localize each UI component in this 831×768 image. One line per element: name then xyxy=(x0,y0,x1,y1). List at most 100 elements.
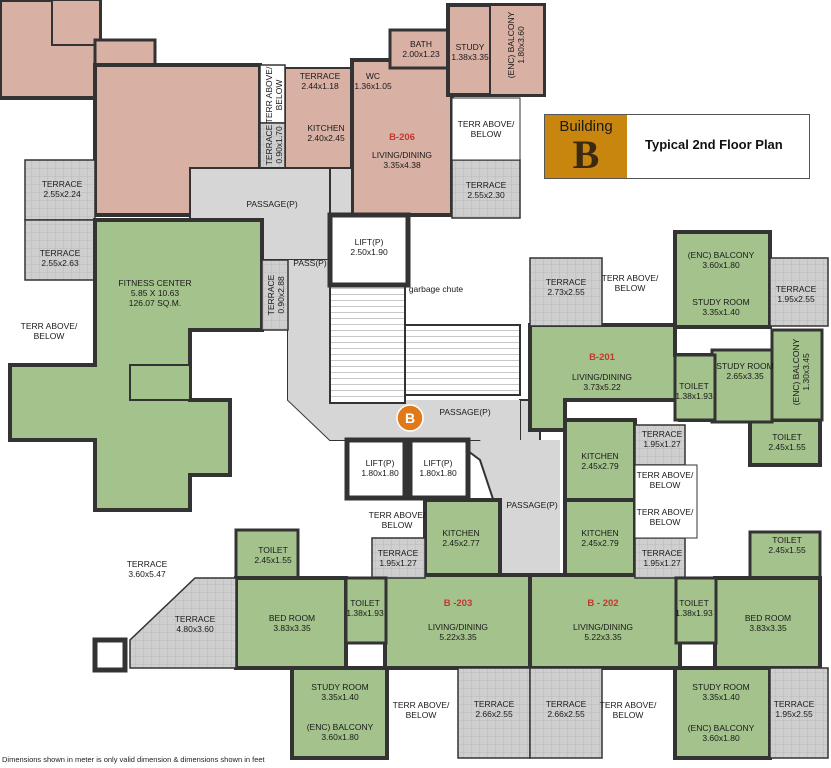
room-label-line: TERR ABOVE/ xyxy=(458,119,515,129)
room-label-line: 2.50x1.90 xyxy=(350,247,388,257)
room-label-line: BATH xyxy=(410,39,432,49)
room-label-lift-2: LIFT(P)1.80x1.80 xyxy=(419,458,457,478)
room-label-enc-balcony-top: (ENC) BALCONY1.80x3.60 xyxy=(506,11,526,78)
room-label-line: 1.38x1.93 xyxy=(675,391,713,401)
room-label-line: 1.36x1.05 xyxy=(354,81,392,91)
room-label-line: 3.83x3.35 xyxy=(749,623,787,633)
room-label-line: TOILET xyxy=(258,545,288,555)
passage-mid xyxy=(288,330,520,440)
toilet-203a xyxy=(234,528,300,580)
room-label-line: 2.65x3.35 xyxy=(726,371,764,381)
building-badge: Building B xyxy=(545,115,627,178)
unit-label-b201: B-201 xyxy=(589,352,616,363)
room-label-line: PASSAGE(P) xyxy=(506,500,557,510)
room-label-line: STUDY ROOM xyxy=(311,682,368,692)
terrace-left-1 xyxy=(24,159,96,221)
room-label-line: 126.07 SQ.M. xyxy=(129,298,181,308)
room-label-line: (ENC) BALCONY xyxy=(791,338,801,405)
terrace-201-right xyxy=(769,257,829,327)
room-label-terr-above-mid-1: TERR ABOVE/BELOW xyxy=(637,470,694,490)
room-label-passage-low: PASSAGE(P) xyxy=(506,500,557,510)
terrace-201 xyxy=(529,257,603,327)
room-label-lift-top: LIFT(P)2.50x1.90 xyxy=(350,237,388,257)
room-label-line: 5.22x3.35 xyxy=(439,632,477,642)
room-label-line: 2.66x2.55 xyxy=(547,709,585,719)
room-label-line: BELOW xyxy=(650,480,681,490)
room-label-line: BELOW xyxy=(274,80,284,111)
study-201b xyxy=(710,348,774,424)
room-label-line: BELOW xyxy=(613,710,644,720)
room-label-line: TERRACE xyxy=(42,179,83,189)
room-label-terr-above-mid-2: TERR ABOVE/BELOW xyxy=(637,507,694,527)
terrace-small-201 xyxy=(634,424,686,466)
room-label-line: (ENC) BALCONY xyxy=(506,11,516,78)
room-label-line: 3.35x4.38 xyxy=(383,160,421,170)
room-label-line: 0.90x1.70 xyxy=(274,126,284,164)
dimension-footnote: Dimensions shown in meter is only valid … xyxy=(2,755,265,764)
room-label-line: TERRACE xyxy=(300,71,341,81)
room-label-line: 1.38x3.35 xyxy=(451,52,489,62)
room-label-line: LIVING/DINING xyxy=(372,150,432,160)
core-badge-label: B xyxy=(405,410,415,426)
toilet-203b xyxy=(344,576,388,645)
room-label-line: 2.45x2.77 xyxy=(442,538,480,548)
unit-b206-block xyxy=(0,0,546,217)
stair-left xyxy=(329,284,406,404)
legend-box: Building B Typical 2nd Floor Plan xyxy=(544,114,810,179)
room-label-garbage: garbage chute xyxy=(409,284,464,294)
room-label-line: 1.95x1.27 xyxy=(643,439,681,449)
room-label-line: 3.35x1.40 xyxy=(702,307,740,317)
room-label-line: 1.80x1.80 xyxy=(361,468,399,478)
lift-top xyxy=(327,212,411,288)
terr-above-top-right xyxy=(451,97,521,161)
room-label-line: PASSAGE(P) xyxy=(246,199,297,209)
room-label-terr-above-vertical-1: TERR ABOVE/BELOW xyxy=(264,66,284,123)
room-label-line: TOILET xyxy=(679,598,709,608)
room-label-terr-above-203b: TERR ABOVE/BELOW xyxy=(393,700,450,720)
room-label-line: TERRACE xyxy=(40,248,81,258)
room-label-line: TOILET xyxy=(772,432,802,442)
room-label-line: PASS(P) xyxy=(293,258,327,268)
room-label-line: 3.83x3.35 xyxy=(273,623,311,633)
room-label-line: TOILET xyxy=(350,598,380,608)
room-label-line: 2.45x2.79 xyxy=(581,461,619,471)
room-label-line: (ENC) BALCONY xyxy=(688,250,755,260)
room-label-line: (ENC) BALCONY xyxy=(307,722,374,732)
room-label-line: 3.35x1.40 xyxy=(321,692,359,702)
room-label-terrace-vertical-1: TERRACE0.90x1.70 xyxy=(264,124,284,165)
room-label-line: BELOW xyxy=(650,517,681,527)
terrace-203 xyxy=(129,577,237,669)
room-label-line: BELOW xyxy=(615,283,646,293)
room-label-line: 1.80x3.60 xyxy=(516,26,526,64)
terrace-left-2 xyxy=(24,219,96,281)
room-label-line: BELOW xyxy=(382,520,413,530)
room-label-passage-top: PASSAGE(P) xyxy=(246,199,297,209)
room-label-line: 2.44x1.18 xyxy=(301,81,339,91)
room-label-terr-above-202: TERR ABOVE/BELOW xyxy=(600,700,657,720)
room-label-line: TERRACE xyxy=(474,699,515,709)
room-label-line: 3.60x1.80 xyxy=(702,733,740,743)
lift-1 xyxy=(344,437,408,501)
room-label-line: TOILET xyxy=(772,535,802,545)
room-label-line: 3.60x1.80 xyxy=(321,732,359,742)
